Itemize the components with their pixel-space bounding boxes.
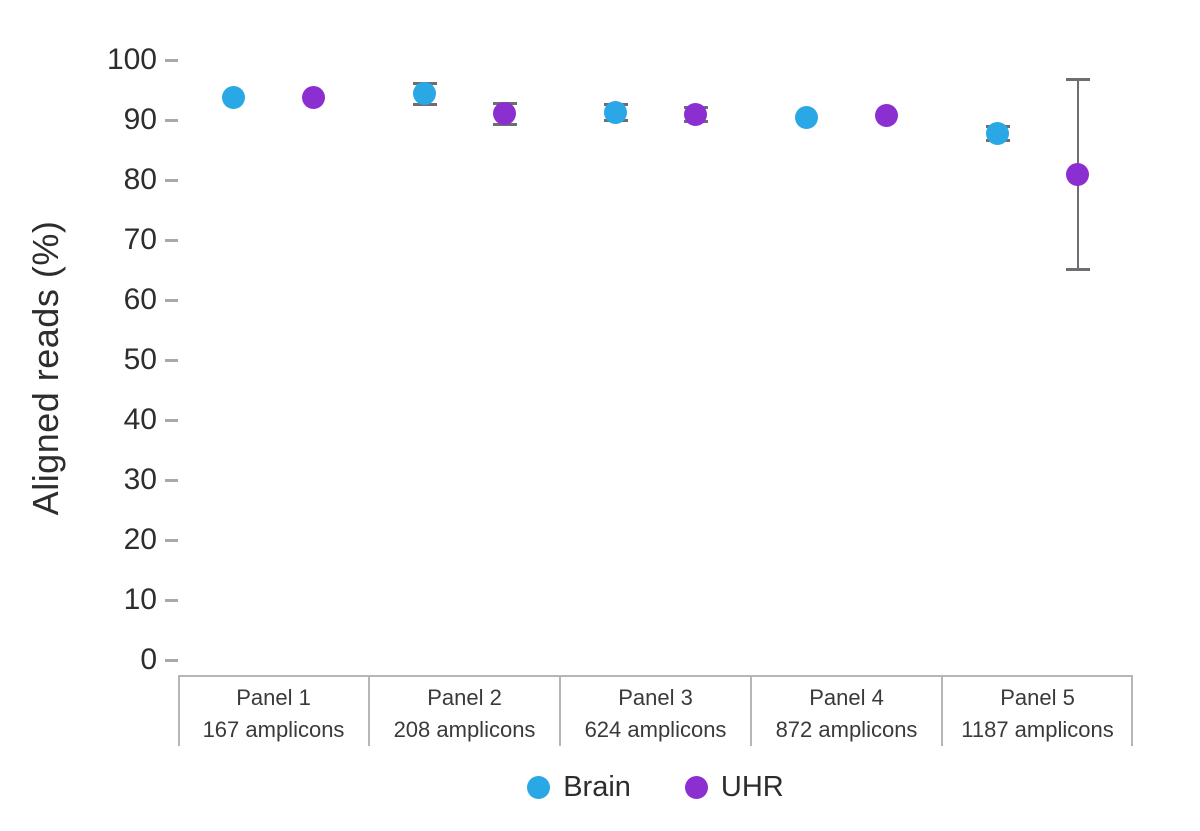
panel-amplicon-count: 167 amplicons [202,717,345,742]
panel-divider [750,675,752,746]
panel-name: Panel 2 [427,685,502,710]
panel-label-1: Panel 1 167 amplicons [178,677,369,746]
x-axis-band [178,675,1133,746]
panel-label-3: Panel 3 624 amplicons [560,677,751,746]
data-point-uhr-panel-2 [493,101,516,125]
y-tick-label: 0 [140,643,157,676]
legend-label-uhr: UHR [720,771,784,803]
legend-marker-uhr [684,776,708,799]
legend-marker-brain [527,776,551,799]
data-point-brain-panel-5 [986,121,1009,145]
y-tick-label: 20 [123,523,157,556]
panel-amplicon-count: 624 amplicons [584,717,727,742]
y-tick-mark [165,419,178,422]
error-bar-cap [1065,78,1090,82]
legend-item-brain: Brain [527,771,631,804]
y-tick-label: 80 [123,163,157,196]
legend-label-brain: Brain [563,771,631,803]
panel-name: Panel 4 [809,685,884,710]
legend-item-uhr: UHR [684,771,784,804]
data-point-uhr-panel-5 [1066,162,1089,186]
y-tick-mark [165,119,178,122]
y-tick-mark [165,539,178,542]
error-bar-cap [1065,267,1090,271]
y-tick-mark [165,659,178,662]
panel-label-4: Panel 4 872 amplicons [751,677,942,746]
y-tick-label: 10 [123,583,157,616]
data-point-brain-panel-1 [222,86,245,110]
panel-name: Panel 1 [236,685,311,710]
y-tick-mark [165,239,178,242]
data-point-brain-panel-4 [795,105,818,129]
panel-amplicon-count: 208 amplicons [393,717,536,742]
panel-amplicon-count: 872 amplicons [775,717,918,742]
data-point-uhr-panel-1 [302,86,325,110]
y-tick-label: 50 [123,343,157,376]
y-tick-mark [165,179,178,182]
y-tick-mark [165,59,178,62]
y-tick-label: 100 [106,43,157,76]
y-tick-label: 60 [123,283,157,316]
panel-divider [368,675,370,746]
y-tick-mark [165,359,178,362]
panel-name: Panel 3 [618,685,693,710]
y-tick-mark [165,479,178,482]
data-point-brain-panel-2 [413,82,436,106]
y-tick-label: 70 [123,223,157,256]
y-tick-mark [165,599,178,602]
panel-divider [941,675,943,746]
panel-amplicon-count: 1187 amplicons [961,717,1114,742]
panel-divider [559,675,561,746]
data-point-uhr-panel-4 [875,104,898,128]
panel-label-5: Panel 5 1187 amplicons [942,677,1133,746]
y-tick-label: 90 [123,103,157,136]
data-point-uhr-panel-3 [684,102,707,126]
data-point-brain-panel-3 [604,100,627,124]
panel-label-2: Panel 2 208 amplicons [369,677,560,746]
y-tick-mark [165,299,178,302]
y-tick-label: 30 [123,463,157,496]
legend: Brain UHR [178,771,1133,804]
y-tick-label: 40 [123,403,157,436]
panel-name: Panel 5 [1000,685,1075,710]
